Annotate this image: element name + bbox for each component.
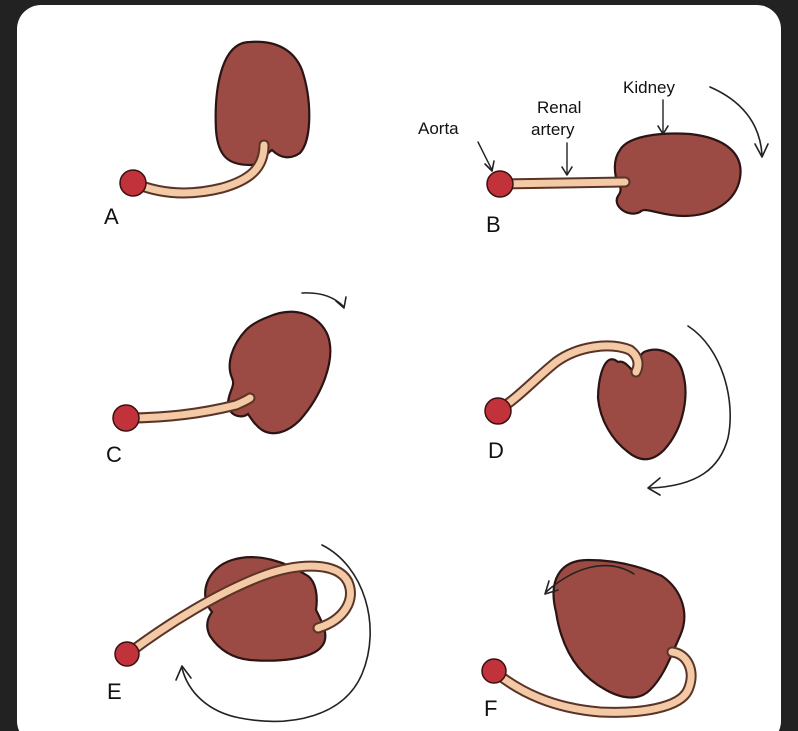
kidney-C (228, 312, 330, 433)
panel-B: B Aorta Renal artery Kidney (418, 78, 768, 237)
panel-F: F (482, 560, 691, 721)
panel-label-C: C (106, 442, 122, 467)
panel-A: A (104, 42, 309, 229)
renal-artery-B (500, 182, 625, 184)
kidney-F (554, 560, 685, 698)
aorta-E (115, 642, 139, 666)
aorta-D (485, 398, 511, 424)
panel-D: D (485, 326, 730, 495)
panel-label-E: E (107, 679, 122, 704)
aorta-A (120, 170, 146, 196)
aorta-pointer (478, 142, 492, 170)
kidney-label: Kidney (623, 78, 675, 97)
rotation-arrow-D-head (648, 478, 660, 495)
aorta-C (113, 405, 139, 431)
rotation-arrow-C-head (336, 297, 346, 308)
rotation-arrow-C (302, 293, 343, 306)
renal-artery-label-line1: Renal (537, 98, 581, 117)
panel-label-F: F (484, 696, 497, 721)
renal-artery-label-line2: artery (531, 120, 575, 139)
panel-label-D: D (488, 438, 504, 463)
aorta-B (487, 171, 513, 197)
panel-label-A: A (104, 204, 119, 229)
panel-C: C (106, 293, 346, 467)
aorta-F (482, 659, 506, 683)
kidney-B (615, 134, 741, 216)
panel-E: E (107, 545, 370, 721)
aorta-label: Aorta (418, 119, 459, 138)
panel-label-B: B (486, 212, 501, 237)
